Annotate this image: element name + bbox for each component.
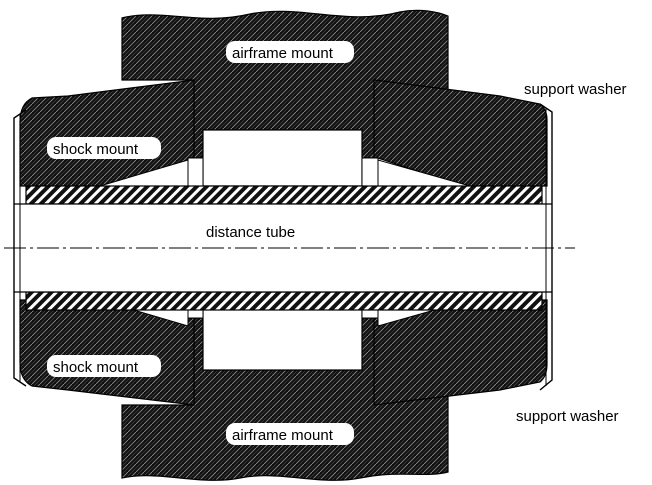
label-distance-tube: distance tube — [206, 224, 295, 241]
label-airframe-mount-bottom: airframe mount — [232, 427, 334, 444]
airframe-mount-bottom — [121, 317, 449, 481]
label-airframe-mount-top: airframe mount — [232, 45, 334, 62]
label-support-washer-top: support washer — [524, 81, 627, 98]
distance-tube-wall-bottom — [25, 291, 543, 311]
inner-cavity-top — [202, 129, 363, 187]
shock-mount-bottom-right — [373, 299, 548, 406]
spacer-top-right — [361, 157, 379, 187]
label-shock-mount-top: shock mount — [53, 141, 139, 158]
label-shock-mount-bottom: shock mount — [53, 359, 139, 376]
spacer-top-left — [187, 157, 204, 187]
distance-tube-wall-top — [25, 185, 543, 205]
label-support-washer-bottom: support washer — [516, 408, 619, 425]
